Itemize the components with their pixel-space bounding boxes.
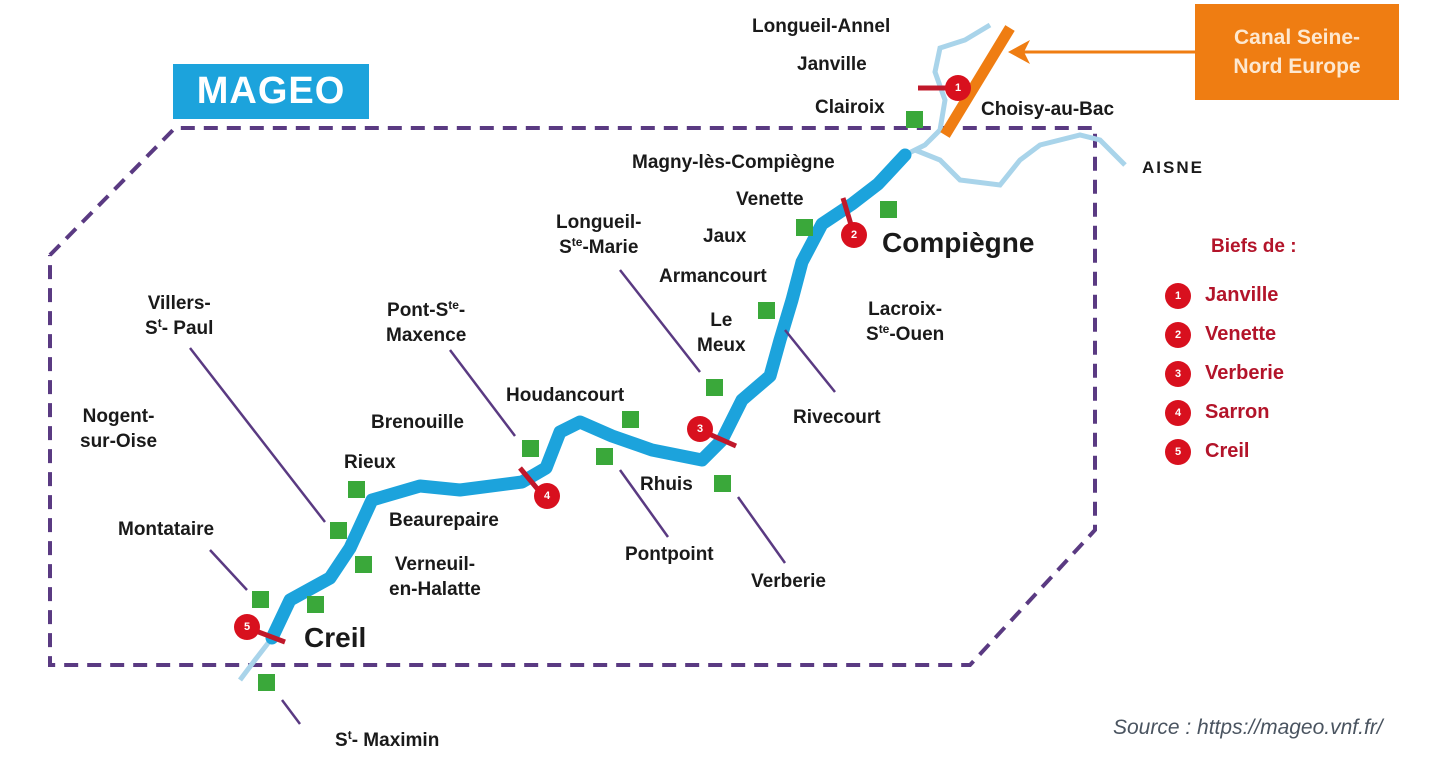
town-pont-ste-maxence: Pont-Ste- Maxence bbox=[386, 298, 466, 348]
lock-number-icon: 3 bbox=[1165, 360, 1191, 387]
canal-line-2: Nord Europe bbox=[1233, 55, 1361, 78]
label-line: Nogent- bbox=[82, 406, 155, 427]
label-part: S bbox=[866, 324, 879, 345]
town-rhuis: Rhuis bbox=[640, 474, 693, 495]
legend-item: 4 Sarron bbox=[1165, 393, 1297, 432]
legend-label: Creil bbox=[1205, 440, 1250, 462]
mageo-logo: MAGEO bbox=[173, 64, 369, 119]
town-houdancourt: Houdancourt bbox=[506, 385, 625, 406]
label-part: Pont-S bbox=[387, 300, 449, 321]
label-sup: te bbox=[571, 235, 583, 249]
label-part: - Paul bbox=[161, 318, 214, 339]
label-part: -Marie bbox=[582, 237, 639, 258]
aisne-river bbox=[914, 132, 1127, 188]
legend-label: Venette bbox=[1205, 323, 1277, 345]
town-jaux: Jaux bbox=[703, 226, 747, 247]
label-part: S bbox=[559, 237, 572, 258]
canal-seine-nord-line bbox=[940, 25, 1015, 138]
label-part: - Maximin bbox=[351, 730, 440, 751]
label-part: S bbox=[145, 318, 158, 339]
town-montataire: Montataire bbox=[118, 519, 215, 540]
legend-title: Biefs de : bbox=[1211, 236, 1297, 257]
label-line: Lacroix- bbox=[868, 299, 943, 320]
label-part: -Ouen bbox=[889, 324, 945, 345]
town-lacroix-ste-ouen: Lacroix- Ste-Ouen bbox=[866, 297, 944, 347]
source-credit: Source : https://mageo.vnf.fr/ bbox=[1113, 716, 1383, 739]
lock-marker-2: 2 bbox=[841, 222, 867, 248]
lock-number-icon: 2 bbox=[1165, 321, 1191, 348]
lock-marker-3: 3 bbox=[687, 416, 713, 442]
label-line: Verneuil- bbox=[394, 554, 476, 575]
town-beaurepaire: Beaurepaire bbox=[389, 510, 499, 531]
town-clairoix: Clairoix bbox=[815, 97, 885, 118]
label-line: Longueil- bbox=[556, 212, 642, 233]
label-sup: t bbox=[347, 728, 352, 742]
town-st-maximin: St- Maximin bbox=[335, 728, 439, 753]
label-sup: te bbox=[878, 322, 890, 336]
lock-bars bbox=[247, 85, 950, 645]
label-sup: te bbox=[448, 298, 459, 312]
legend-label: Verberie bbox=[1205, 362, 1284, 384]
legend-item: 2 Venette bbox=[1165, 315, 1297, 354]
town-choisy-au-bac: Choisy-au-Bac bbox=[981, 99, 1115, 120]
leader-lines bbox=[189, 269, 836, 725]
legend-item: 3 Verberie bbox=[1165, 354, 1297, 393]
town-venette: Venette bbox=[736, 189, 804, 210]
canal-arrow-head bbox=[1008, 40, 1030, 64]
town-longueil-ste-marie: Longueil- Ste-Marie bbox=[556, 210, 641, 260]
town-rieux: Rieux bbox=[344, 452, 396, 473]
town-armancourt: Armancourt bbox=[659, 266, 767, 287]
label-line: en-Halatte bbox=[389, 579, 481, 600]
legend-item: 1 Janville bbox=[1165, 276, 1297, 315]
town-janville: Janville bbox=[797, 54, 867, 75]
canal-line-1: Canal Seine- bbox=[1233, 26, 1361, 49]
lock-number-icon: 5 bbox=[1165, 438, 1191, 465]
mageo-zone-border bbox=[48, 126, 1097, 667]
port-squares bbox=[252, 111, 923, 691]
lock-marker-5: 5 bbox=[234, 614, 260, 640]
legend-label: Janville bbox=[1205, 284, 1279, 306]
town-verneuil-en-halatte: Verneuil-en-Halatte bbox=[389, 552, 481, 602]
label-line: Villers- bbox=[147, 293, 211, 314]
town-brenouille: Brenouille bbox=[371, 412, 464, 433]
town-verberie: Verberie bbox=[751, 571, 826, 592]
label-line: Maxence bbox=[386, 325, 467, 346]
oise-canalised-river bbox=[265, 148, 912, 645]
legend-label: Sarron bbox=[1205, 401, 1270, 423]
town-magny: Magny-lès-Compiègne bbox=[632, 152, 835, 173]
label-line: Meux bbox=[697, 335, 746, 356]
town-rivecourt: Rivecourt bbox=[793, 407, 881, 428]
lock-marker-1: 1 bbox=[945, 75, 971, 101]
lock-marker-4: 4 bbox=[534, 483, 560, 509]
legend-item: 5 Creil bbox=[1165, 432, 1297, 471]
label-sup: t bbox=[157, 316, 162, 330]
label-line: Le bbox=[710, 310, 733, 331]
town-villers-st-paul: Villers- St- Paul bbox=[145, 291, 213, 341]
label-line: sur-Oise bbox=[80, 431, 158, 452]
lock-number-icon: 1 bbox=[1165, 282, 1191, 309]
town-compiegne: Compiègne bbox=[882, 227, 1035, 258]
oise-lower-river bbox=[238, 636, 274, 682]
river-label-aisne: AISNE bbox=[1142, 158, 1204, 177]
town-pontpoint: Pontpoint bbox=[625, 544, 714, 565]
town-longueil-annel: Longueil-Annel bbox=[752, 16, 891, 37]
label-part: - bbox=[458, 300, 466, 321]
label-part: S bbox=[335, 730, 348, 751]
town-creil: Creil bbox=[304, 622, 367, 653]
canal-seine-nord-box: Canal Seine- Nord Europe bbox=[1195, 4, 1399, 100]
lock-number-icon: 4 bbox=[1165, 399, 1191, 426]
town-nogent-sur-oise: Nogent-sur-Oise bbox=[80, 404, 157, 454]
